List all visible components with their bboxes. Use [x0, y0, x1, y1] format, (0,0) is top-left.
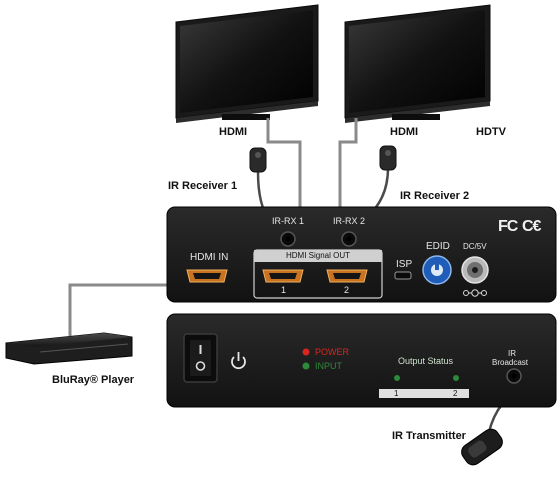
ir-rx1-jack — [280, 231, 296, 247]
ir-rx2-label: IR-RX 2 — [333, 216, 366, 226]
dc-power-jack — [461, 256, 489, 284]
hdtv-label: HDTV — [476, 126, 506, 138]
hdmi-out2-port — [326, 269, 368, 283]
hdmi-signal-out-label: HDMI Signal OUT — [285, 251, 350, 260]
power-switch — [183, 333, 218, 383]
output1-led — [394, 375, 400, 381]
output-status-bar — [379, 389, 469, 398]
dc-label: DC/5V — [463, 242, 487, 251]
ir-transmitter-label: IR Transmitter — [392, 430, 466, 442]
left-tv-hdmi-label: HDMI — [219, 126, 248, 138]
isp-label: ISP — [396, 259, 413, 270]
hdmi-cable-in — [68, 283, 210, 338]
input-led-label: INPUT — [315, 361, 342, 371]
edid-dial — [422, 255, 452, 285]
right-tv-hdmi-label: HDMI — [390, 126, 419, 138]
output-status-label: Output Status — [398, 356, 454, 366]
ir-rx1-label: IR-RX 1 — [272, 216, 305, 226]
polarity-symbol — [463, 289, 487, 297]
ir-broadcast-jack — [506, 368, 522, 384]
isp-port — [394, 271, 412, 280]
hdmi-out1-port — [262, 269, 304, 283]
ir-broadcast-label-1: IR — [508, 349, 516, 358]
ir-receiver1-head — [249, 147, 267, 173]
bluray-player — [5, 332, 133, 365]
ir-receiver1-label: IR Receiver 1 — [168, 180, 238, 192]
hdmi-signal-out-header — [254, 250, 382, 262]
output-status-1: 1 — [394, 389, 399, 398]
fcc-logo: FC — [498, 218, 518, 235]
hdmi-in-port — [186, 269, 228, 283]
hdmi-in-label: HDMI IN — [190, 252, 229, 263]
tv-right — [344, 4, 491, 123]
power-led — [302, 348, 310, 356]
power-icon — [231, 352, 246, 370]
output-status-2: 2 — [453, 389, 458, 398]
ir-broadcast-label-2: Broadcast — [492, 358, 529, 367]
tv-left — [175, 4, 319, 123]
ir-transmitter-head — [461, 428, 503, 466]
bluray-player-label: BluRay® Player — [52, 374, 135, 386]
hdmi-out2-number: 2 — [344, 285, 350, 295]
ir-receiver2-head — [379, 145, 397, 171]
hdmi-out1-number: 1 — [281, 285, 287, 295]
ir-rx2-jack — [341, 231, 357, 247]
power-led-label: POWER — [315, 347, 350, 357]
edid-label: EDID — [426, 241, 450, 252]
ce-logo: C€ — [522, 218, 541, 235]
input-led — [302, 362, 310, 370]
front-panel — [166, 313, 557, 408]
output2-led — [453, 375, 459, 381]
ir-receiver2-label: IR Receiver 2 — [400, 190, 470, 202]
